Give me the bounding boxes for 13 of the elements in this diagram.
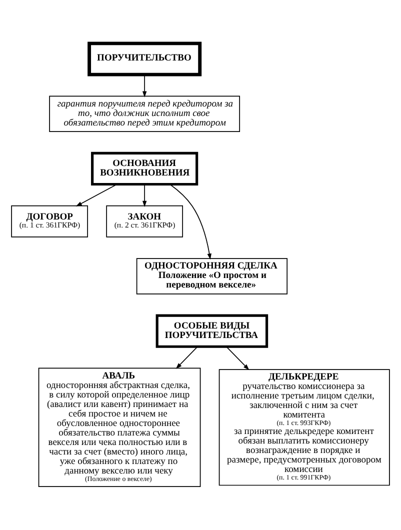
node-box: ПОРУЧИТЕЛЬСТВО	[88, 42, 202, 76]
arrow	[76, 184, 118, 206]
node-box: гарантия поручителя перед кредитором за то, что должник исполнит свое обязательство перед этим кредитором	[49, 96, 240, 132]
arrow	[176, 346, 198, 369]
arrow	[170, 184, 212, 260]
arrow	[142, 74, 147, 98]
arrow	[142, 184, 147, 207]
node-box: ОСОБЫЕ ВИДЫ ПОРУЧИТЕЛЬСТВА	[156, 314, 268, 348]
node-box: ОСНОВАНИЯ ВОЗНИКНОВЕНИЯ	[91, 152, 198, 186]
node-box: ЗАКОН (п. 2 ст. 361ГКРФ)	[106, 205, 184, 238]
node-box: ДОГОВОР (п. 1 ст. 361ГКРФ)	[11, 205, 88, 238]
arrow	[226, 346, 250, 370]
node-box: ОДНОСТОРОННЯЯ СДЕЛКА Положение «О простом и переводном векселе»	[136, 258, 288, 294]
